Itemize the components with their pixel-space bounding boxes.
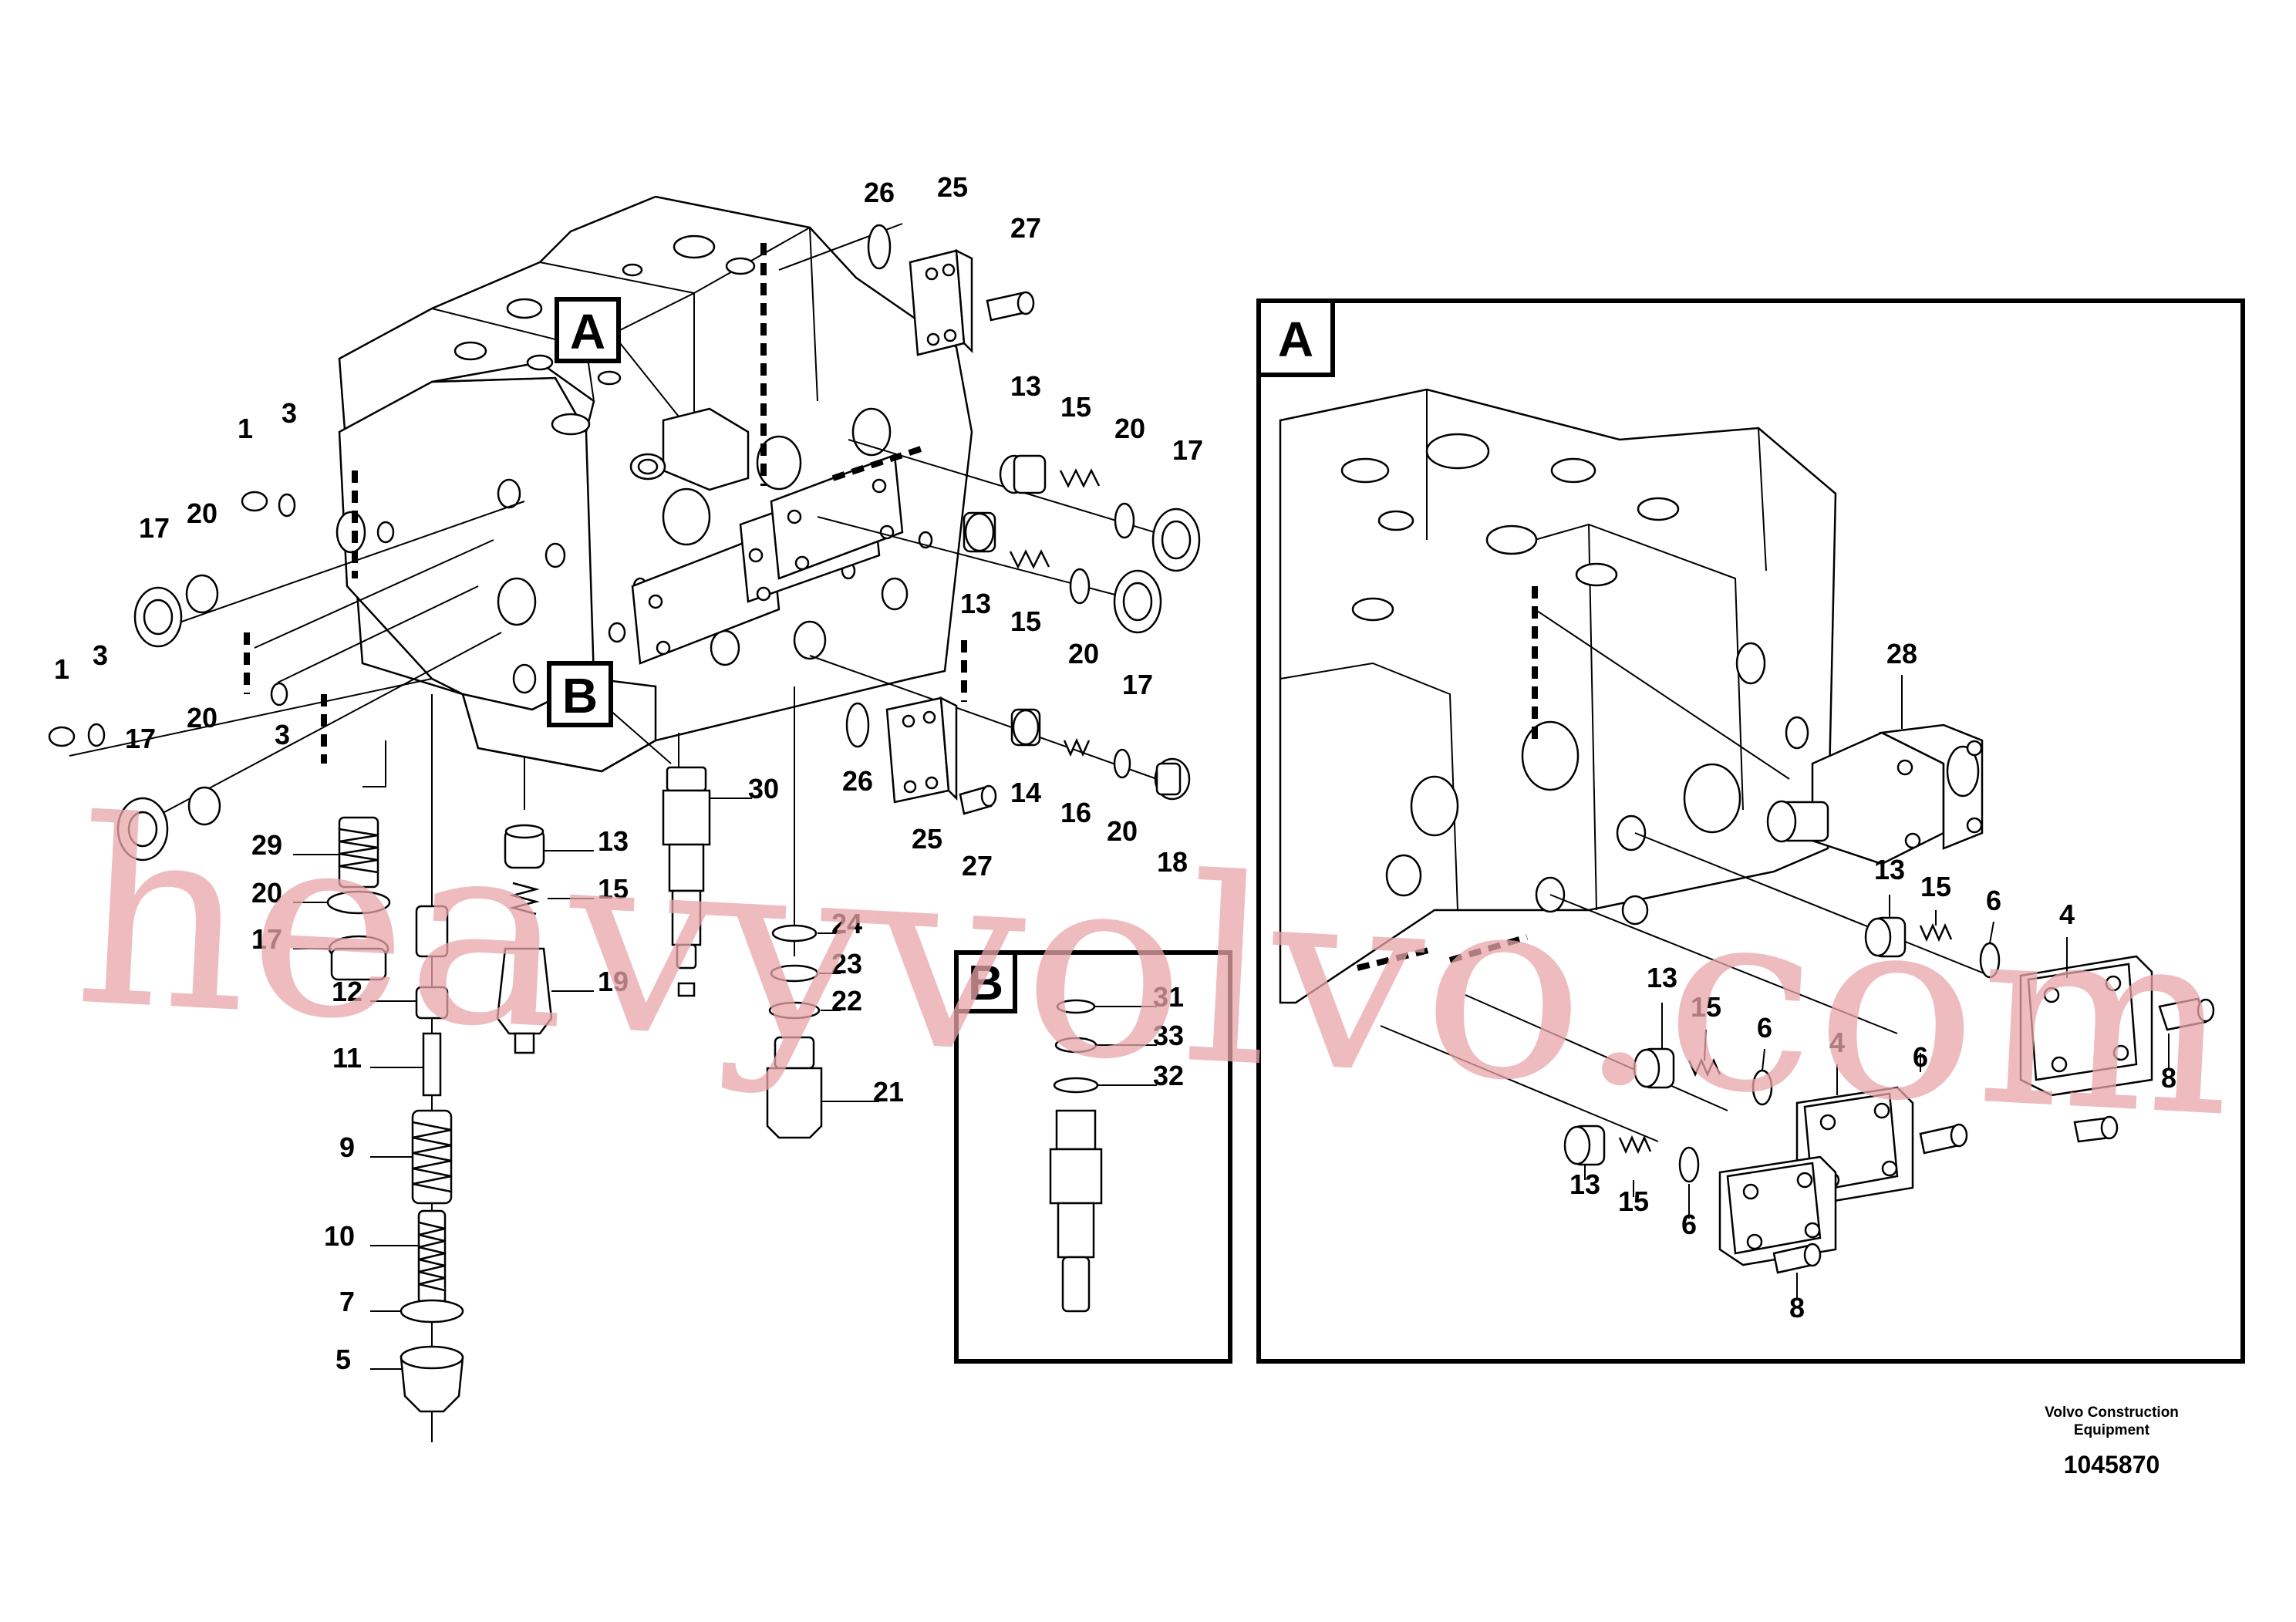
valve-30 [662,766,752,997]
callout-b-32: 32 [1153,1060,1184,1091]
column-13-15-19 [496,824,594,1054]
callout-a-8-a: 8 [2161,1062,2176,1094]
callout-a-28: 28 [1886,638,1917,669]
callout-c-11: 11 [332,1042,362,1074]
callout-a-4-b: 4 [1829,1027,1845,1058]
callout-c-20-c: 20 [1068,638,1099,669]
callout-c-20-d: 20 [187,702,217,733]
callout-b-33: 33 [1153,1020,1184,1051]
plate-25-top-group [867,224,1035,356]
callout-c-12: 12 [332,976,362,1007]
callout-a-6-c: 6 [1913,1041,1928,1073]
detail-a-title: A [1278,312,1313,367]
callout-c-22: 22 [831,985,862,1017]
callout-c-15-b: 15 [1010,605,1041,637]
callout-c-13-a: 13 [1010,370,1041,402]
document-number: 1045870 [2064,1451,2160,1479]
callout-c-20-e: 20 [1107,815,1138,847]
callout-a-13-b: 13 [1647,962,1677,993]
callout-c-30: 30 [748,773,779,804]
callout-c-26-b: 26 [842,765,873,797]
main-box-a: A [555,297,679,417]
callout-a-6-a: 6 [1986,885,2001,916]
callout-a-15-c: 15 [1618,1185,1649,1217]
callout-c-21: 21 [873,1076,904,1108]
callout-c-27-top: 27 [1010,212,1041,244]
callout-c-5: 5 [335,1344,351,1375]
callout-a-13-a: 13 [1874,854,1905,885]
main-box-a-label: A [570,304,605,359]
callout-c-25-b: 25 [912,823,942,855]
main-valve-block [244,195,973,1442]
callout-c-20-f: 20 [251,877,282,909]
callout-a-4-a: 4 [2059,899,2075,930]
callout-c-26-top: 26 [864,177,895,208]
detail-b-panel: B [954,950,1232,1364]
callout-c-27-b: 27 [962,850,993,882]
callout-c-16: 16 [1060,797,1091,828]
callout-c-17-b: 17 [139,512,170,544]
callout-c-29: 29 [251,829,282,861]
callout-c-20-b: 20 [187,497,217,529]
footer-company-line2: Equipment [2074,1422,2150,1438]
callout-a-15-a: 15 [1920,871,1951,902]
main-box-b: B [547,661,672,764]
callout-c-15-a: 15 [1060,391,1091,423]
callout-b-31: 31 [1153,981,1184,1013]
callout-c-17-d: 17 [125,723,156,754]
callout-c-15-c: 15 [598,873,629,905]
callout-c-7: 7 [339,1286,355,1317]
callout-c-17-a: 17 [1172,434,1203,466]
right-parts-row-2 [963,511,1162,634]
left-parts [48,491,296,862]
callout-c-17-c: 17 [1122,669,1153,700]
callout-c-3-c: 3 [275,719,290,750]
detail-b-callout-layer: 31 33 32 [1153,981,1184,1091]
callout-c-1-b: 1 [54,653,69,685]
callout-c-9: 9 [339,1131,355,1163]
column-29-20-17 [293,816,391,981]
callout-c-19: 19 [598,966,629,997]
column-21-24 [766,924,879,1139]
right-parts-row-1 [999,454,1201,572]
main-box-b-label: B [562,668,598,723]
footer: Volvo Construction Equipment 1045870 [2045,1404,2179,1479]
callout-c-20-a: 20 [1114,413,1145,444]
detail-a-panel: A [1256,298,2245,1364]
callout-c-3-b: 3 [93,639,108,671]
callout-c-18: 18 [1157,846,1188,878]
callout-c-23: 23 [831,948,862,980]
callout-a-6-d: 6 [1681,1209,1697,1240]
callout-c-10: 10 [324,1220,355,1252]
callout-c-13-c: 13 [598,825,629,857]
detail-a-callout-layer: 28 13 15 6 4 13 15 6 4 6 8 13 15 6 8 [1569,638,2176,1324]
callout-c-14: 14 [1010,777,1041,808]
plate-25-bottom-group [845,696,1191,815]
callout-a-13-c: 13 [1569,1168,1600,1200]
callout-c-3-a: 3 [282,397,297,429]
callout-c-25-top: 25 [937,171,968,203]
callout-a-6-b: 6 [1757,1012,1772,1044]
footer-company-line1: Volvo Construction [2045,1404,2179,1421]
column-spool-parts [370,905,464,1413]
callout-c-17-e: 17 [251,923,282,955]
callout-a-8-b: 8 [1789,1292,1805,1324]
callout-c-1-a: 1 [238,413,253,444]
callout-c-13-b: 13 [960,588,991,619]
callout-a-15-b: 15 [1691,991,1721,1023]
callout-c-24: 24 [831,908,862,939]
detail-b-title: B [968,955,1003,1010]
